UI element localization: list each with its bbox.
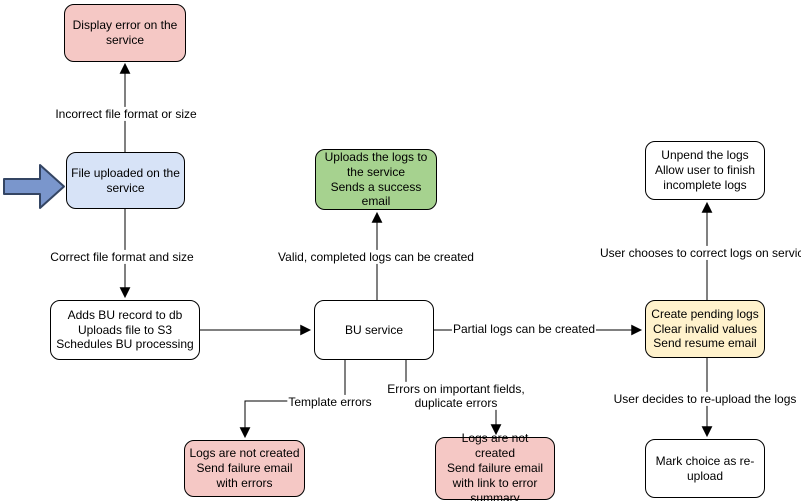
edge-label-user-reuploads: User decides to re-upload the logs bbox=[612, 391, 798, 407]
edge-label-errors-important-fields: Errors on important fields, duplicate er… bbox=[386, 381, 526, 411]
node-bu-service-label: BU service bbox=[344, 322, 403, 337]
node-adds-bu-record-label: Adds BU record to db Uploads file to S3 … bbox=[56, 307, 194, 352]
node-create-pending-label: Create pending logs Clear invalid values… bbox=[651, 306, 759, 351]
edge-label-incorrect-format: Incorrect file format or size bbox=[54, 106, 198, 122]
node-adds-bu-record: Adds BU record to db Uploads file to S3 … bbox=[50, 300, 200, 360]
node-create-pending: Create pending logs Clear invalid values… bbox=[645, 300, 765, 358]
node-bu-service: BU service bbox=[314, 300, 434, 360]
node-file-uploaded-label: File uploaded on the service bbox=[71, 165, 180, 195]
edge-label-user-corrects: User chooses to correct logs on service bbox=[598, 245, 801, 261]
node-file-uploaded: File uploaded on the service bbox=[66, 152, 185, 209]
edge-label-template-errors: Template errors bbox=[287, 394, 373, 410]
node-display-error-label: Display error on the service bbox=[72, 18, 178, 47]
node-logs-not-created-errors: Logs are not created Send failure email … bbox=[184, 440, 305, 497]
edge-label-partial-logs: Partial logs can be created bbox=[451, 321, 597, 337]
node-mark-reupload-label: Mark choice as re- upload bbox=[655, 453, 755, 483]
node-uploads-logs-label: Uploads the logs to the service Sends a … bbox=[324, 149, 428, 209]
edge-label-correct-format: Correct file format and size bbox=[49, 249, 195, 265]
node-logs-not-created-errors-label: Logs are not created Send failure email … bbox=[189, 446, 300, 490]
node-unpend-logs-label: Unpend the logs Allow user to finish inc… bbox=[654, 148, 756, 192]
node-uploads-logs: Uploads the logs to the service Sends a … bbox=[315, 149, 437, 210]
edge-label-valid-completed: Valid, completed logs can be created bbox=[277, 249, 475, 265]
entry-arrow-icon bbox=[3, 164, 65, 209]
node-display-error: Display error on the service bbox=[64, 4, 186, 62]
node-logs-not-created-summary: Logs are not created Send failure email … bbox=[435, 431, 555, 501]
node-unpend-logs: Unpend the logs Allow user to finish inc… bbox=[645, 141, 765, 200]
node-logs-not-created-summary-label: Logs are not created Send failure email … bbox=[446, 431, 544, 501]
node-mark-reupload: Mark choice as re- upload bbox=[645, 439, 765, 498]
